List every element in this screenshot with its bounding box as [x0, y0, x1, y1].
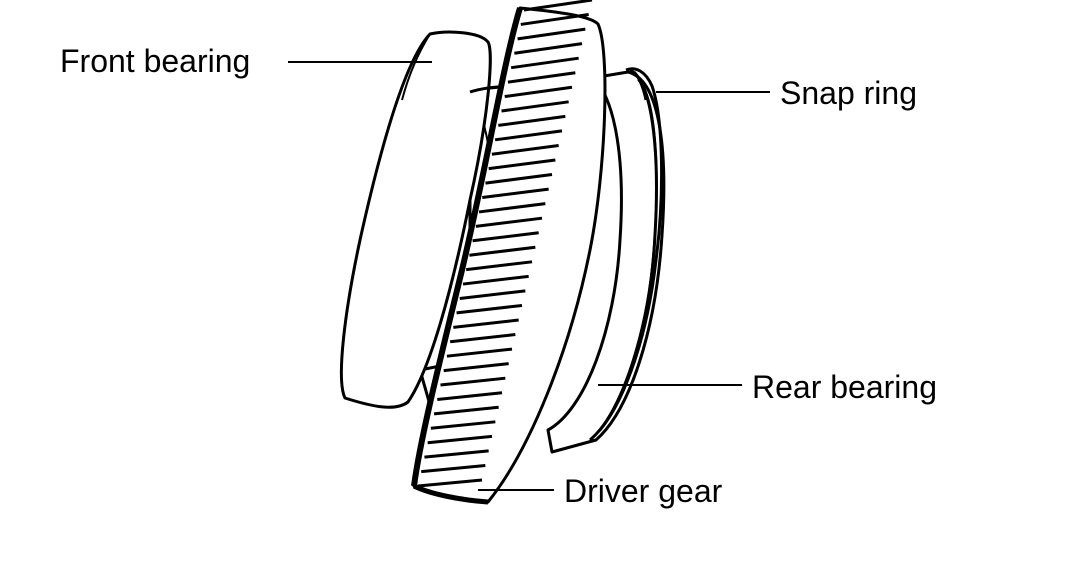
driver-gear — [411, 0, 607, 505]
gear-tooth — [517, 27, 586, 41]
gear-tooth — [430, 420, 496, 430]
snap-ring — [598, 67, 664, 431]
label-snap-ring: Snap ring — [780, 75, 917, 111]
gear-tooth — [424, 449, 489, 459]
gear-tooth — [482, 187, 549, 200]
gear-tooth — [494, 129, 563, 142]
gear-tooth — [433, 405, 499, 416]
gear-tooth — [469, 245, 536, 257]
label-rear-bearing: Rear bearing — [752, 369, 937, 405]
gear-tooth — [510, 56, 579, 70]
gear-tooth — [472, 231, 539, 243]
gear-tooth — [443, 362, 509, 373]
leader-lines — [288, 61, 770, 491]
gear-tooth — [453, 318, 519, 329]
gear-tooth — [491, 143, 559, 156]
gear-tooth — [504, 85, 573, 99]
gear-tooth — [501, 100, 569, 113]
gear-tooth — [478, 202, 546, 214]
gear-tooth — [437, 391, 503, 401]
gear-tooth — [417, 478, 483, 488]
gear-tooth — [427, 434, 493, 445]
gear-tooth — [466, 260, 533, 272]
gear-tooth — [498, 114, 566, 127]
gear-tooth — [446, 347, 513, 358]
label-driver-gear: Driver gear — [564, 473, 723, 509]
gear-tooth — [488, 158, 556, 171]
gear-tooth — [459, 289, 526, 300]
gear-tooth — [449, 333, 516, 344]
gear-tooth — [507, 71, 576, 84]
gear-tooth — [462, 274, 529, 286]
gear-tooth — [456, 303, 523, 315]
gear-tooth — [485, 173, 553, 185]
gear-tooth — [514, 42, 583, 55]
gear-tooth — [520, 13, 589, 26]
gear-tooth — [421, 463, 486, 474]
gear-tooth — [475, 216, 543, 228]
gear-tooth — [523, 0, 593, 12]
gear-tooth — [440, 376, 506, 387]
label-front-bearing: Front bearing — [60, 43, 250, 79]
